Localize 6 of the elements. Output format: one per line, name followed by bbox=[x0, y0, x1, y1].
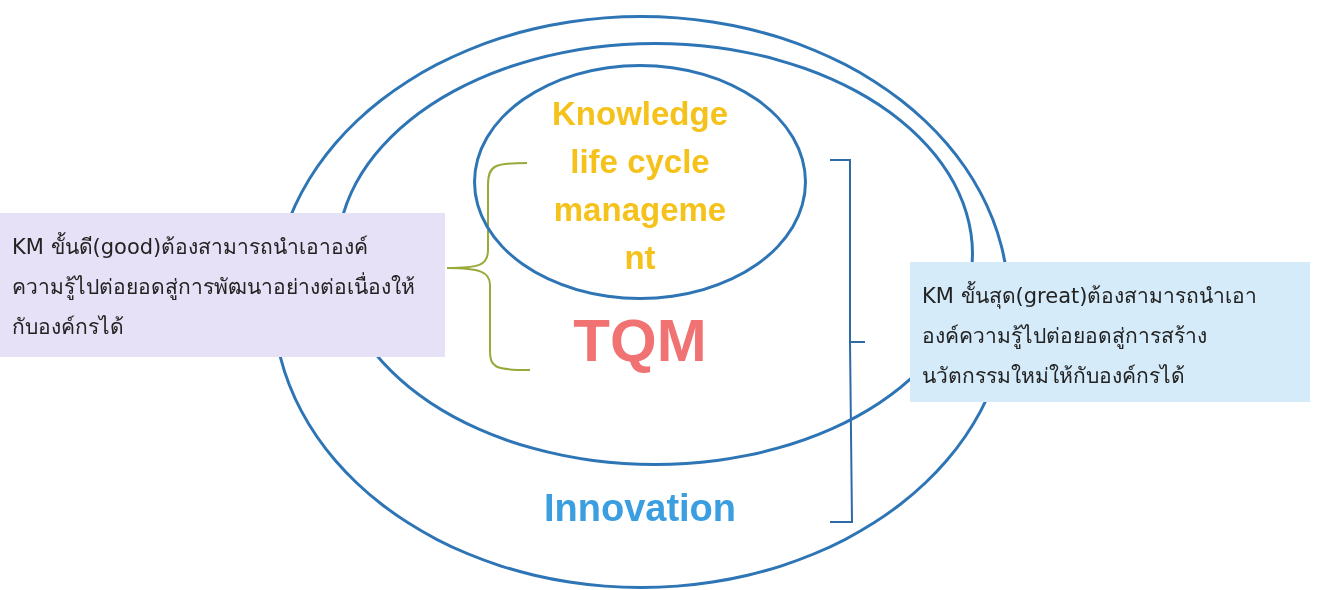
innovation-label: Innovation bbox=[542, 486, 738, 531]
ellipse-title: Knowledge life cycle management bbox=[551, 94, 729, 278]
ellipse bbox=[473, 64, 807, 300]
text-box: KM ขั้นดี(good)ต้องสามารถนำเอาองค์ความรู้ไปต่อยอดสู่การพัฒนาอย่างต่อเนื่องให้กับองค์กรได้ bbox=[0, 213, 445, 357]
tqm-label: TQM bbox=[572, 306, 708, 376]
text-box: KM ขั้นสุด(great)ต้องสามารถนำเอาองค์ความรู้ไปต่อยอดสู่การสร้างนวัตกรรมใหม่ให้กับองค์กรได้ bbox=[910, 262, 1310, 402]
